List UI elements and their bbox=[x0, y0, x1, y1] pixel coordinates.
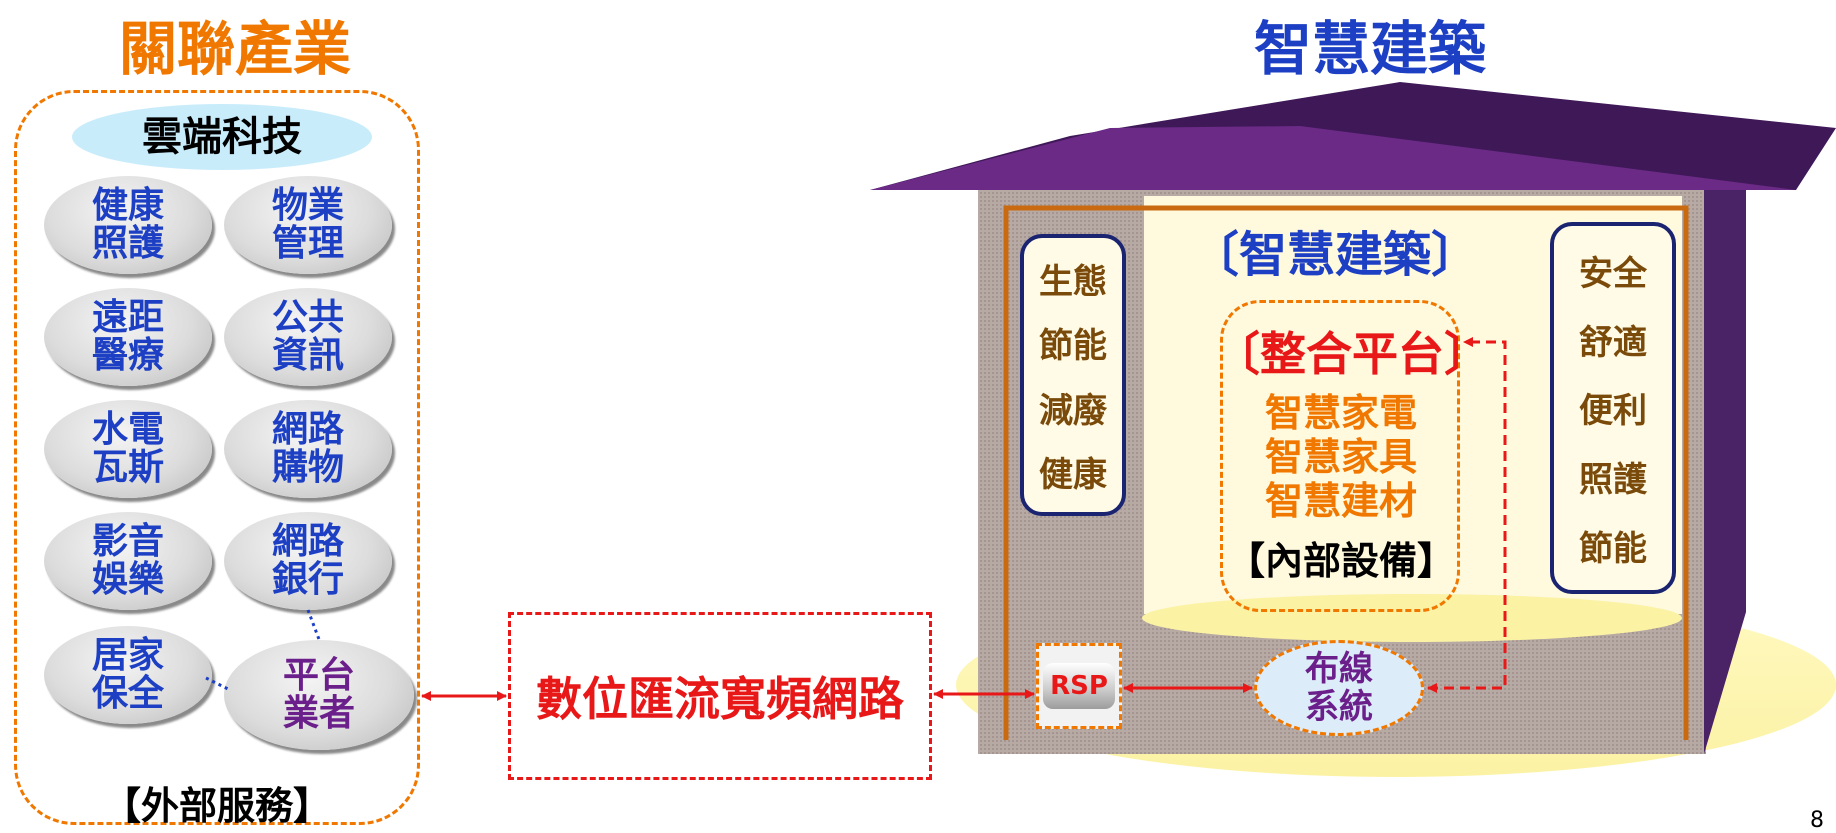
service-property-management: 物業 管理 bbox=[224, 176, 392, 274]
page-number: 8 bbox=[1810, 808, 1824, 833]
roof-front bbox=[870, 126, 1796, 190]
service-online-banking: 網路 銀行 bbox=[224, 512, 392, 610]
external-services-label: 【外部服務】 bbox=[102, 784, 331, 828]
service-home-security: 居家 保全 bbox=[44, 626, 212, 724]
conduit-frame bbox=[1003, 205, 1689, 740]
house-side-wall bbox=[1704, 160, 1746, 754]
value-care: 照護 bbox=[1579, 460, 1647, 501]
values-pill-right: 安全 舒適 便利 照護 節能 bbox=[1550, 222, 1676, 594]
service-public-information: 公共 資訊 bbox=[224, 288, 392, 386]
value-energy-saving: 節能 bbox=[1039, 326, 1107, 367]
service-entertainment: 影音 娛樂 bbox=[44, 512, 212, 610]
wiring-system: 布線 系統 bbox=[1254, 640, 1424, 736]
service-online-shopping: 網路 購物 bbox=[224, 400, 392, 498]
external-services-group bbox=[14, 90, 420, 825]
service-utilities: 水電 瓦斯 bbox=[44, 400, 212, 498]
platform-operator: 平台 業者 bbox=[224, 640, 414, 750]
value-safety: 安全 bbox=[1579, 253, 1647, 294]
values-pill-left: 生態 節能 減廢 健康 bbox=[1020, 234, 1126, 516]
value-convenience: 便利 bbox=[1579, 391, 1647, 432]
value-ecology: 生態 bbox=[1039, 261, 1107, 302]
rsp-label: RSP bbox=[1043, 663, 1115, 709]
internal-equipment-label: 【內部設備】 bbox=[1226, 539, 1455, 583]
cloud-technology-label: 雲端科技 bbox=[72, 104, 372, 170]
device-appliances: 智慧家電 bbox=[1264, 391, 1417, 435]
link-bank-to-platform bbox=[306, 609, 322, 643]
arrow-wiring-platform bbox=[1427, 337, 1507, 693]
value-health: 健康 bbox=[1039, 455, 1107, 496]
device-building-materials: 智慧建材 bbox=[1264, 479, 1417, 523]
rsp-box: RSP bbox=[1036, 643, 1122, 729]
broadband-network-box: 數位匯流寬頻網路 bbox=[508, 612, 932, 780]
value-energy-saving-right: 節能 bbox=[1579, 529, 1647, 570]
smart-building-inner-title: 〔智慧建築〕 bbox=[1190, 227, 1479, 283]
interior-floor-light bbox=[1142, 594, 1682, 642]
value-comfort: 舒適 bbox=[1579, 322, 1647, 363]
related-industries-title: 關聯產業 bbox=[118, 15, 351, 83]
value-waste-reduction: 減廢 bbox=[1039, 390, 1107, 431]
service-health-care: 健康 照護 bbox=[44, 176, 212, 274]
link-security-to-platform bbox=[205, 676, 231, 692]
smart-building-title: 智慧建築 bbox=[1253, 15, 1486, 83]
service-telemedicine: 遠距 醫療 bbox=[44, 288, 212, 386]
device-furniture: 智慧家具 bbox=[1264, 435, 1417, 479]
